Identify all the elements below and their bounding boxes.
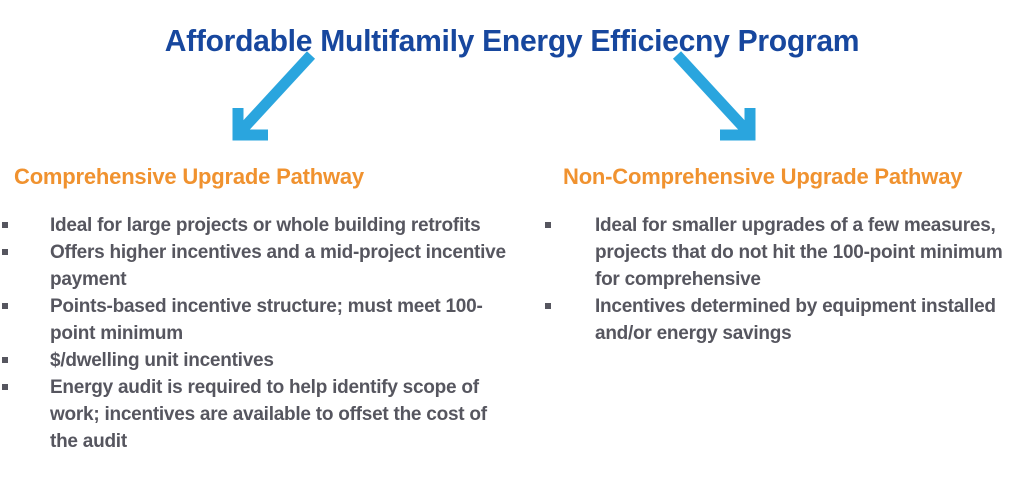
list-item-text: Ideal for large projects or whole buildi… [50,215,481,236]
comprehensive-pathway-bullet-list: Ideal for large projects or whole buildi… [0,212,512,455]
list-item: Points-based incentive structure; must m… [0,293,512,347]
page-title: Affordable Multifamily Energy Efficiecny… [164,22,860,58]
list-item: Offers higher incentives and a mid-proje… [0,239,512,293]
list-item: Ideal for large projects or whole buildi… [0,212,512,239]
list-item: Energy audit is required to help identif… [0,374,512,455]
non-comprehensive-pathway-column: Non-Comprehensive Upgrade Pathway Ideal … [512,164,1024,347]
bullet-marker-icon [2,303,8,309]
non-comprehensive-pathway-heading: Non-Comprehensive Upgrade Pathway [563,164,963,189]
comprehensive-pathway-column: Comprehensive Upgrade Pathway Ideal for … [0,164,512,455]
list-item-text: Energy audit is required to help identif… [50,377,487,452]
list-item: Incentives determined by equipment insta… [512,293,1024,347]
arrow-down-left-icon [213,43,325,155]
bullet-marker-icon [545,222,551,228]
list-item-text: Incentives determined by equipment insta… [595,296,996,344]
list-item: $/dwelling unit incentives [0,347,512,374]
bullet-marker-icon [2,222,8,228]
comprehensive-pathway-heading: Comprehensive Upgrade Pathway [14,164,364,189]
arrow-down-right-icon [663,43,775,155]
list-item-text: $/dwelling unit incentives [50,350,274,371]
bullet-marker-icon [2,249,8,255]
list-item-text: Points-based incentive structure; must m… [50,296,483,344]
bullet-marker-icon [2,384,8,390]
list-item-text: Ideal for smaller upgrades of a few meas… [595,215,1003,290]
list-item-text: Offers higher incentives and a mid-proje… [50,242,506,290]
bullet-marker-icon [545,303,551,309]
non-comprehensive-pathway-bullet-list: Ideal for smaller upgrades of a few meas… [512,212,1024,347]
bullet-marker-icon [2,357,8,363]
list-item: Ideal for smaller upgrades of a few meas… [512,212,1024,293]
